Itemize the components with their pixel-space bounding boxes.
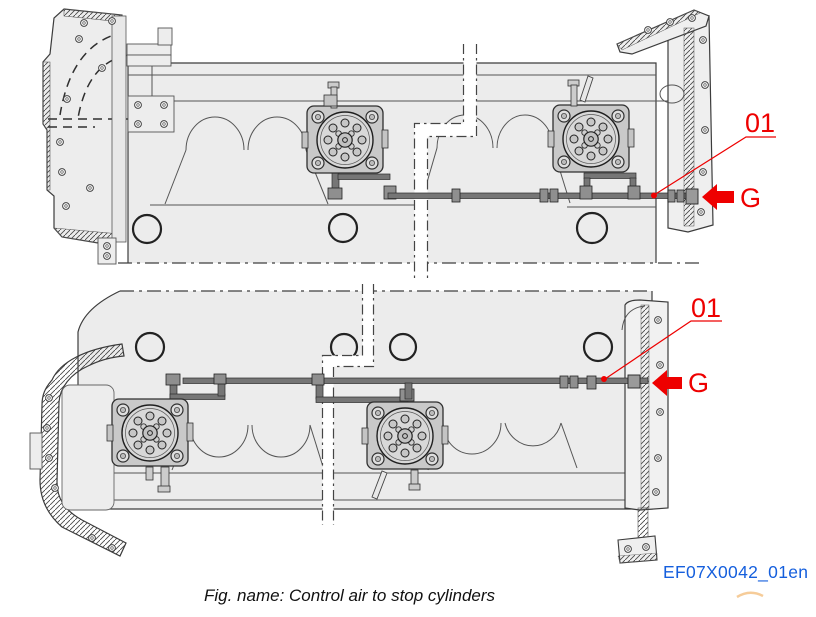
leader-dot <box>651 192 657 199</box>
section-break-top <box>413 44 478 280</box>
stop-cylinder-actuator <box>547 104 635 173</box>
stop-cylinder-actuator <box>301 105 389 174</box>
callout-label: 01 <box>745 108 775 138</box>
end-bracket-left-bottom <box>29 343 127 557</box>
engine-top-view <box>42 8 714 280</box>
figure-caption: Fig. name: Control air to stop cylinders <box>204 586 496 605</box>
actuator-stems-bottom <box>145 466 421 500</box>
arrow-left-icon <box>652 370 682 396</box>
port-marker-bottom: G <box>652 368 709 398</box>
hidden-pipe-bend <box>59 31 126 116</box>
callout-01-top: 01 <box>651 108 776 199</box>
actuator-stems-top <box>323 75 594 109</box>
control-air-pipe-top <box>327 171 699 205</box>
port-fitting-bottom <box>627 374 641 389</box>
leader-line <box>604 320 722 380</box>
main-pipe-bottom <box>182 377 649 384</box>
callout-label: 01 <box>691 293 721 323</box>
watermark-arc <box>736 591 764 599</box>
stop-cylinder-actuator <box>106 398 194 467</box>
port-label: G <box>688 368 709 398</box>
bore-holes-top <box>131 211 609 245</box>
end-plate-left-top <box>42 8 175 265</box>
end-plate-right-top <box>616 9 714 233</box>
leader-line <box>653 136 776 196</box>
engine-bottom-view <box>29 284 669 564</box>
control-air-pipe-bottom <box>165 373 649 403</box>
end-plate-right-bottom <box>617 299 669 564</box>
leader-dot <box>601 376 607 382</box>
port-label: G <box>740 183 761 213</box>
drawing-reference-code: EF07X0042_01en <box>663 562 808 583</box>
stop-cylinder-actuator <box>361 401 449 470</box>
callout-01-bottom: 01 <box>601 293 722 382</box>
port-fitting-top <box>685 188 699 205</box>
port-marker-top: G <box>702 183 761 213</box>
arrow-left-icon <box>702 184 734 210</box>
section-break-bottom <box>321 284 375 525</box>
